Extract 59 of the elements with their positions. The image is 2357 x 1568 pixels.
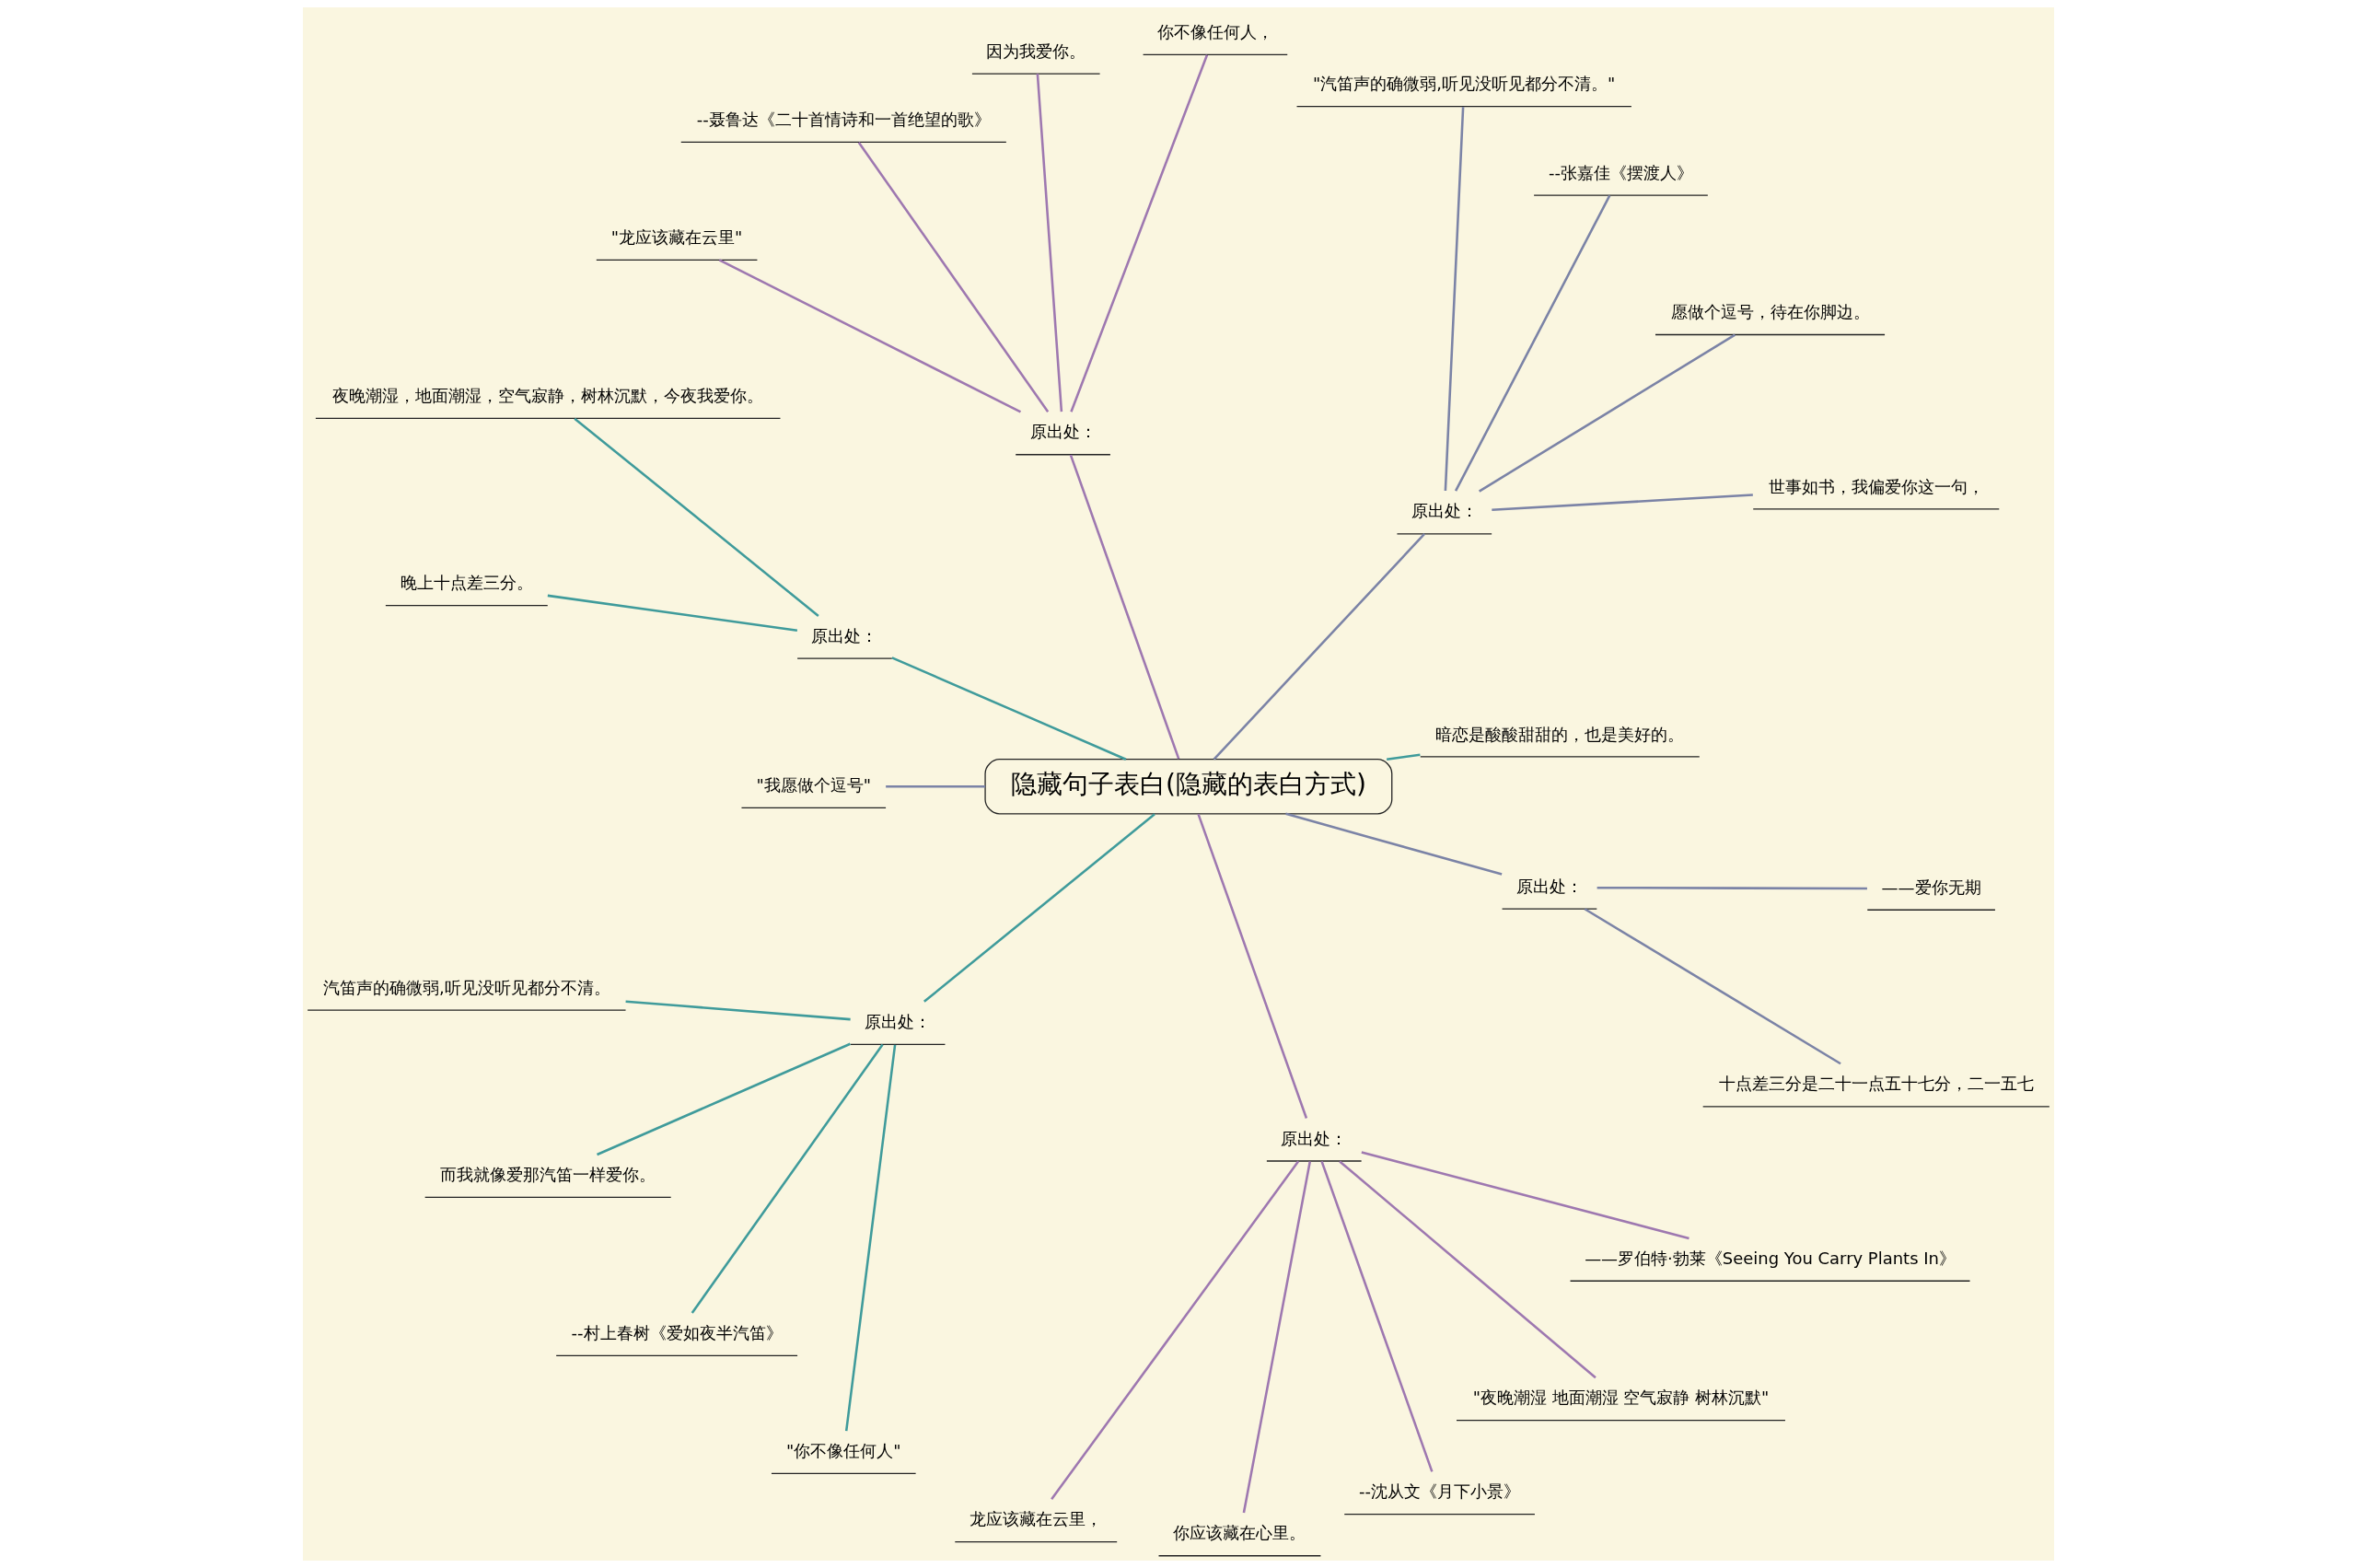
connector	[1036, 74, 1063, 412]
connector	[1454, 194, 1611, 492]
node-text: "你不像任何人"	[786, 1440, 901, 1460]
node-text: 原出处：	[1411, 501, 1478, 521]
connector	[1444, 107, 1465, 492]
connector	[1596, 886, 1867, 890]
node-text: 原出处：	[811, 625, 878, 645]
connector	[1197, 813, 1308, 1119]
node-text: 因为我爱你。	[986, 41, 1086, 61]
node-text: 你应该藏在心里。	[1173, 1523, 1306, 1543]
connector	[1051, 1160, 1300, 1501]
node-text: "龙应该藏在云里"	[610, 226, 743, 247]
node-text: 原出处：	[1029, 422, 1097, 442]
node-text: 世事如书，我偏爱你这一句，	[1768, 476, 1984, 496]
connector	[1213, 533, 1426, 761]
node-text: 而我就像爱那汽笛一样爱你。	[440, 1165, 656, 1185]
connector	[718, 259, 1022, 413]
node-text: --沈从文《月下小景》	[1359, 1481, 1521, 1502]
node-text: ——爱你无期	[1881, 877, 1981, 897]
node-text: 暗恋是酸酸甜甜的，也是美好的。	[1435, 724, 1685, 744]
connector	[1070, 54, 1209, 412]
connector	[1386, 753, 1421, 761]
connector	[625, 1000, 851, 1021]
connector	[1320, 1160, 1434, 1472]
connector	[1584, 908, 1841, 1065]
node-text: 原出处：	[1515, 876, 1583, 896]
connector	[1069, 454, 1180, 760]
node-text: "夜晚潮湿 地面潮湿 空气寂静 树林沉默"	[1472, 1388, 1770, 1408]
connector	[691, 1043, 884, 1314]
node-text: 原出处：	[865, 1011, 932, 1031]
node-text: 晚上十点差三分。	[400, 573, 533, 593]
connector	[1285, 812, 1503, 876]
node-text: ——罗伯特·勃莱《Seeing You Carry Plants In》	[1585, 1248, 1956, 1268]
node-text: 夜晚潮湿，地面潮湿，空气寂静，树林沉默，今夜我爱你。	[332, 385, 764, 405]
node-text: 汽笛声的确微弱,听见没听见都分不清。	[322, 977, 610, 997]
connector	[1492, 494, 1753, 512]
connector	[1339, 1160, 1596, 1379]
node-text: "汽笛声的确微弱,听见没听见都分不清。"	[1313, 74, 1616, 94]
node-text: 龙应该藏在云里，	[970, 1509, 1103, 1529]
node-text: 你不像任何人，	[1156, 22, 1273, 42]
node-text: --张嘉佳《摆渡人》	[1548, 162, 1693, 182]
connector	[574, 417, 819, 617]
connector	[857, 142, 1050, 413]
node-box: 隐藏句子表白(隐藏的表白方式)	[984, 759, 1393, 815]
connector	[547, 594, 798, 633]
node-text: "我愿做个逗号"	[756, 775, 872, 795]
connector	[886, 784, 986, 788]
connector	[844, 1044, 897, 1432]
connector	[1242, 1161, 1312, 1514]
connector	[1478, 333, 1736, 493]
connector	[891, 656, 1127, 761]
node-text: --村上春树《爱如夜半汽笛》	[571, 1323, 783, 1343]
node-text: 愿做个逗号，待在你脚边。	[1670, 302, 1870, 322]
node-text: 原出处：	[1281, 1128, 1348, 1148]
connector	[597, 1042, 851, 1156]
node-text: 十点差三分是二十一点五十七分，二一五七	[1718, 1074, 2034, 1094]
node-text: --聂鲁达《二十首情诗和一首绝望的歌》	[696, 110, 991, 130]
connector	[1361, 1151, 1689, 1240]
connector	[923, 813, 1155, 1003]
